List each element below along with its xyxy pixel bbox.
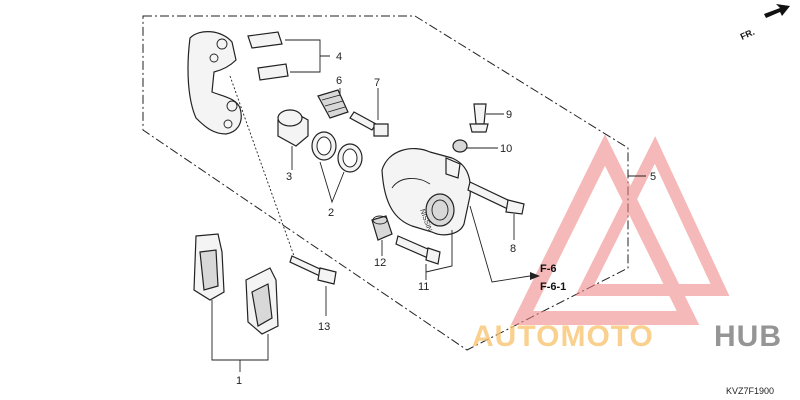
label-part-4: 4 [336, 51, 342, 63]
watermark-text-1: AUTOMOTO [472, 320, 654, 353]
label-part-2: 2 [328, 207, 334, 219]
label-part-8: 8 [510, 243, 516, 255]
bolt-13-axis [229, 75, 295, 257]
part-code: KVZ7F1900 [726, 386, 774, 396]
ref-label-f6-1: F-6-1 [540, 281, 566, 293]
bleeder-cap-10 [452, 139, 468, 153]
pin-bolt-7 [349, 111, 389, 137]
brake-pad-1b [245, 267, 279, 335]
watermark-text-2: HUB [714, 320, 782, 353]
bolt-8 [467, 181, 525, 215]
caliper-body: NISSIN [381, 148, 471, 236]
ref-arrow-line [469, 205, 531, 283]
leader-2 [319, 161, 345, 204]
bleeder-screw-9 [469, 103, 489, 133]
bolt-13 [289, 255, 337, 285]
label-part-6: 6 [336, 75, 342, 87]
ref-label-f6: F-6 [540, 263, 557, 275]
seal-2 [311, 131, 363, 173]
label-part-7: 7 [374, 77, 380, 89]
leader-11 [425, 230, 453, 280]
label-part-11: 11 [418, 281, 429, 293]
label-part-9: 9 [506, 109, 512, 121]
front-direction-arrow-icon [764, 4, 790, 18]
brake-pad-1a [193, 233, 225, 301]
boot-6 [317, 89, 349, 119]
leader-1 [211, 300, 269, 372]
boot-12 [371, 215, 393, 241]
label-part-3: 3 [286, 171, 292, 183]
pin-11 [395, 235, 441, 265]
label-part-10: 10 [500, 143, 512, 155]
pad-spring-4 [247, 31, 289, 81]
ref-arrow-icon [530, 272, 540, 280]
leader-4 [285, 39, 330, 73]
caliper-bracket [187, 31, 242, 135]
label-part-12: 12 [374, 257, 386, 269]
label-part-13: 13 [318, 321, 330, 333]
label-part-5: 5 [650, 171, 656, 183]
label-part-1: 1 [236, 375, 242, 387]
front-direction-label: FR. [739, 27, 756, 42]
piston-3 [277, 109, 309, 147]
assembly-boundary [142, 15, 629, 351]
watermark-logo-icon [510, 134, 730, 325]
